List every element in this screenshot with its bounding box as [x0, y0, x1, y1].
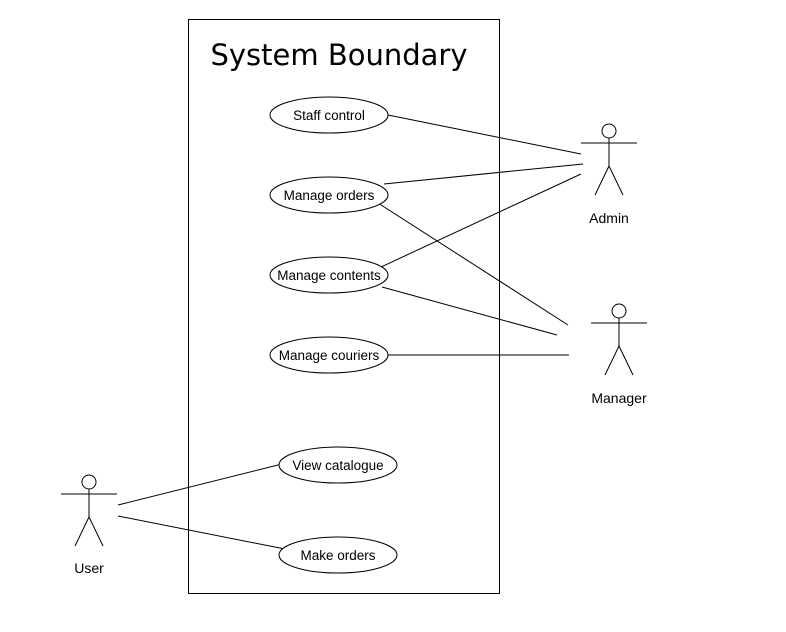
- assoc-admin-manage-contents: [380, 173, 582, 268]
- actor-admin: Admin: [581, 123, 637, 226]
- assoc-admin-staff-control: [387, 114, 582, 155]
- assoc-user-make-orders: [117, 515, 291, 551]
- assoc-manager-manage-contents: [381, 286, 558, 336]
- system-boundary: [188, 19, 500, 594]
- use-case-manage-contents: Manage contents: [269, 256, 389, 294]
- use-case-ellipse: [269, 96, 389, 134]
- actor-label: User: [74, 560, 104, 576]
- use-case-make-orders: Make orders: [278, 536, 398, 574]
- use-case-label: Make orders: [300, 548, 375, 563]
- actor-left-leg: [74, 516, 90, 547]
- use-case-label: Staff control: [293, 108, 365, 123]
- assoc-manager-manage-orders: [377, 202, 569, 326]
- actor-head: [601, 123, 617, 139]
- actor-label: Manager: [591, 390, 647, 406]
- use-case-label: View catalogue: [292, 458, 383, 473]
- use-case-label: Manage couriers: [279, 348, 380, 363]
- use-case-ellipse: [269, 176, 389, 214]
- actor-right-leg: [618, 345, 634, 376]
- use-case-ellipse: [278, 536, 398, 574]
- use-case-view-catalogue: View catalogue: [278, 446, 398, 484]
- use-case-ellipse: [269, 256, 389, 294]
- associations: [117, 114, 584, 551]
- use-case-manage-orders: Manage orders: [269, 176, 389, 214]
- actor-manager: Manager: [591, 303, 647, 406]
- actor-left-leg: [604, 345, 620, 376]
- actor-head: [81, 474, 97, 490]
- use-case-staff-control: Staff control: [269, 96, 389, 134]
- boundary-title: System Boundary: [210, 38, 467, 72]
- actor-left-leg: [594, 165, 610, 196]
- use-case-ellipse: [269, 336, 389, 374]
- actor-label: Admin: [589, 210, 629, 226]
- actor-head: [611, 303, 627, 319]
- use-case-label: Manage orders: [284, 188, 375, 203]
- assoc-user-view-catalogue: [117, 462, 287, 506]
- use-case-manage-couriers: Manage couriers: [269, 336, 389, 374]
- actor-user: User: [61, 474, 117, 576]
- use-case-ellipse: [278, 446, 398, 484]
- actor-right-leg: [608, 165, 624, 196]
- use-case-label: Manage contents: [277, 268, 381, 283]
- assoc-admin-manage-orders: [383, 163, 584, 185]
- actor-right-leg: [88, 516, 104, 547]
